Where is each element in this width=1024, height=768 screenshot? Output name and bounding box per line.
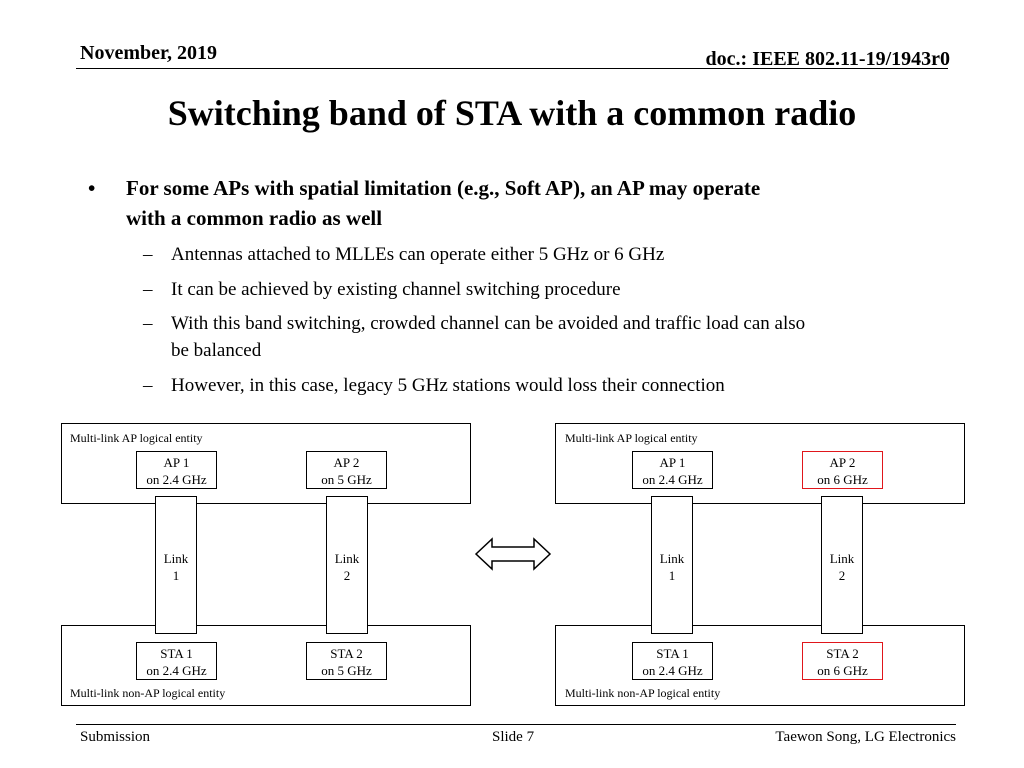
- ap1-band: on 2.4 GHz: [146, 472, 207, 487]
- ap1-band: on 2.4 GHz: [642, 472, 703, 487]
- sta1-band: on 2.4 GHz: [642, 663, 703, 678]
- sta2-band: on 6 GHz: [817, 663, 868, 678]
- dash-marker: –: [143, 244, 153, 265]
- footer-slide-number: Slide 7: [492, 729, 535, 745]
- bullet-marker: •: [88, 176, 96, 200]
- link-number: 1: [172, 568, 180, 583]
- main-bullet-line-2: with a common radio as well: [126, 206, 383, 230]
- sta1-name: STA 1: [160, 646, 193, 661]
- link-label: Link: [163, 551, 189, 566]
- sta-entity-label-right: Multi-link non-AP logical entity: [565, 686, 721, 700]
- ap2-box-left: AP 2 on 5 GHz: [306, 451, 387, 489]
- double-headed-arrow-icon: [474, 537, 552, 571]
- sub-bullet-3-line-1: With this band switching, crowded channe…: [171, 313, 806, 334]
- link-number: 2: [343, 568, 351, 583]
- link-2-right: Link 2: [821, 496, 863, 634]
- main-bullet-line-1: For some APs with spatial limitation (e.…: [126, 176, 761, 200]
- link-label: Link: [659, 551, 685, 566]
- ap-entity-label-left: Multi-link AP logical entity: [70, 431, 203, 445]
- sta1-name: STA 1: [656, 646, 689, 661]
- sta1-box-left: STA 1 on 2.4 GHz: [136, 642, 217, 680]
- link-1-right: Link 1: [651, 496, 693, 634]
- slide-title: Switching band of STA with a common radi…: [167, 93, 857, 133]
- footer-submission: Submission: [80, 729, 151, 745]
- sta-entity-box-left: [61, 625, 471, 706]
- sub-bullet-4: However, in this case, legacy 5 GHz stat…: [171, 375, 725, 396]
- sta-entity-box-right: [555, 625, 965, 706]
- sta2-name: STA 2: [826, 646, 859, 661]
- header-doc-id: doc.: IEEE 802.11-19/1943r0: [705, 48, 950, 70]
- ap-entity-label-right: Multi-link AP logical entity: [565, 431, 698, 445]
- ap-entity-box-right: [555, 423, 965, 504]
- dash-marker: –: [143, 375, 153, 396]
- sta2-box-right-highlighted: STA 2 on 6 GHz: [802, 642, 883, 680]
- ap2-name: AP 2: [829, 455, 856, 470]
- sub-bullet-1: Antennas attached to MLLEs can operate e…: [171, 244, 665, 265]
- ap-entity-box-left: [61, 423, 471, 504]
- ap2-box-right-highlighted: AP 2 on 6 GHz: [802, 451, 883, 489]
- sta1-band: on 2.4 GHz: [146, 663, 207, 678]
- link-label: Link: [334, 551, 360, 566]
- link-number: 1: [668, 568, 676, 583]
- sub-bullet-3-line-2: be balanced: [171, 340, 262, 361]
- ap1-name: AP 1: [163, 455, 190, 470]
- link-2-left: Link 2: [326, 496, 368, 634]
- ap2-band: on 5 GHz: [321, 472, 372, 487]
- ap1-box-left: AP 1 on 2.4 GHz: [136, 451, 217, 489]
- link-1-left: Link 1: [155, 496, 197, 634]
- dash-marker: –: [143, 313, 153, 334]
- sta2-box-left: STA 2 on 5 GHz: [306, 642, 387, 680]
- sta2-name: STA 2: [330, 646, 363, 661]
- header-rule: [76, 68, 948, 69]
- ap2-name: AP 2: [333, 455, 360, 470]
- sta-entity-label-left: Multi-link non-AP logical entity: [70, 686, 226, 700]
- dash-marker: –: [143, 279, 153, 300]
- sub-bullet-2: It can be achieved by existing channel s…: [171, 279, 621, 300]
- ap2-band: on 6 GHz: [817, 472, 868, 487]
- sta1-box-right: STA 1 on 2.4 GHz: [632, 642, 713, 680]
- footer-rule: [76, 724, 956, 725]
- footer-author: Taewon Song, LG Electronics: [775, 729, 956, 745]
- sta2-band: on 5 GHz: [321, 663, 372, 678]
- link-number: 2: [838, 568, 846, 583]
- header-date: November, 2019: [80, 42, 218, 64]
- link-label: Link: [829, 551, 855, 566]
- ap1-box-right: AP 1 on 2.4 GHz: [632, 451, 713, 489]
- ap1-name: AP 1: [659, 455, 686, 470]
